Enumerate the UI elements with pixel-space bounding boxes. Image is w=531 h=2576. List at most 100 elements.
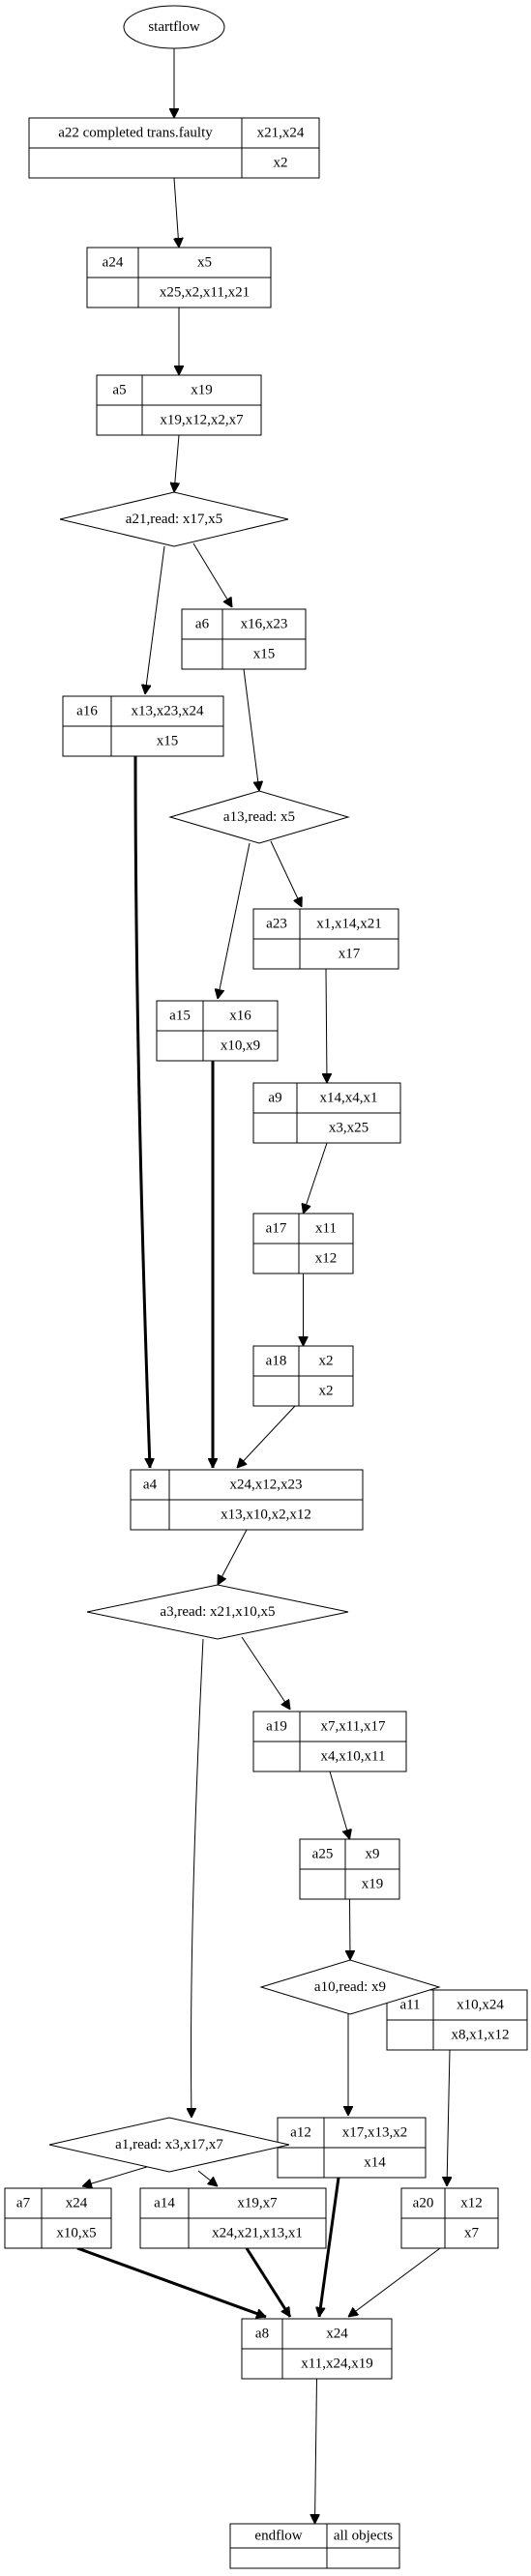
start-label: startflow <box>148 19 199 35</box>
edge-a22-a24 <box>174 177 179 248</box>
node-writes: x13,x10,x2,x12 <box>221 1508 311 1523</box>
edge-a1-a14 <box>197 2170 218 2186</box>
node-label: a23 <box>266 917 287 932</box>
node-a11: a11 x10,x24 x8,x1,x12 <box>386 1989 528 2051</box>
decision-label: a10,read: x9 <box>314 1979 386 1995</box>
node-reads: x24 <box>326 2327 348 2342</box>
node-label: a6 <box>195 617 210 632</box>
decision-a10: a10,read: x9 <box>259 1959 441 2015</box>
node-label: a16 <box>76 704 98 719</box>
node-label: a25 <box>312 1847 334 1862</box>
decision-a1: a1,read: x3,x17,x7 <box>48 2117 290 2173</box>
node-reads: x14,x4,x1 <box>320 1091 378 1106</box>
node-reads: x17,x13,x2 <box>342 2125 408 2141</box>
node-label: a7 <box>16 2196 31 2211</box>
node-reads: x24,x12,x23 <box>230 1478 303 1493</box>
edge-a8-end <box>315 2378 317 2524</box>
node-label: a11 <box>399 1998 420 2013</box>
node-a24: a24 x5 x25,x2,x11,x21 <box>86 247 272 308</box>
node-writes: x2 <box>319 1384 334 1399</box>
node-label: a14 <box>154 2196 175 2211</box>
node-label: a9 <box>268 1091 281 1106</box>
edge-a3-a1 <box>192 1638 204 2118</box>
node-writes: x4,x10,x11 <box>321 1749 386 1765</box>
edge-a12-a8 <box>319 2177 340 2317</box>
decision-a13: a13,read: x5 <box>168 790 350 844</box>
edge-a14-a8 <box>245 2247 292 2317</box>
node-reads: x11 <box>315 1221 337 1237</box>
decision-label: a3,read: x21,x10,x5 <box>160 1604 275 1620</box>
node-writes: x17 <box>339 947 361 962</box>
end-label: endflow <box>254 2529 302 2544</box>
node-label: a24 <box>103 255 124 271</box>
node-label: a17 <box>266 1221 287 1237</box>
decision-label: a1,read: x3,x17,x7 <box>115 2137 223 2152</box>
node-writes: x2 <box>274 156 288 171</box>
end-objects: all objects <box>334 2529 393 2544</box>
node-label: a8 <box>255 2327 269 2342</box>
edge-a13-a15 <box>218 842 251 999</box>
node-a20: a20 x12 x7 <box>400 2187 499 2249</box>
node-a23: a23 x1,x14,x21 x17 <box>252 908 399 970</box>
node-a4: a4 x24,x12,x23 x13,x10,x2,x12 <box>130 1469 364 1531</box>
node-reads: x19,x7 <box>237 2196 278 2211</box>
node-reads: x5 <box>197 255 212 271</box>
edge-a4-a3 <box>218 1529 248 1585</box>
end-node: endflow all objects <box>229 2523 400 2569</box>
start-node: startflow <box>123 5 225 49</box>
node-reads: x16 <box>229 1009 251 1024</box>
node-a16: a16 x13,x23,x24 x15 <box>62 695 224 757</box>
node-reads: x10,x24 <box>457 1998 504 2013</box>
node-writes: x8,x1,x12 <box>452 2028 510 2043</box>
edge-a25-a10 <box>350 1898 351 1960</box>
node-a7: a7 x24 x10,x5 <box>4 2187 112 2249</box>
node-writes: x15 <box>157 734 179 749</box>
node-a12: a12 x17,x13,x2 x14 <box>277 2117 427 2179</box>
edge-a18-a4 <box>237 1405 296 1468</box>
node-writes: x10,x5 <box>56 2226 96 2241</box>
node-writes: x12 <box>315 1251 338 1267</box>
node-writes: x15 <box>253 647 276 662</box>
edge-a21-a6 <box>192 542 232 607</box>
edge-a20-a8 <box>348 2247 441 2317</box>
node-a9: a9 x14,x4,x1 x3,x25 <box>252 1082 401 1144</box>
node-a8: a8 x24 x11,x24,x19 <box>241 2318 393 2380</box>
edge-a16-a4 <box>133 755 150 1468</box>
node-label: a18 <box>266 1354 287 1369</box>
node-writes: x25,x2,x11,x21 <box>160 285 250 301</box>
node-a17: a17 x11 x12 <box>252 1213 354 1274</box>
decision-a3: a3,read: x21,x10,x5 <box>86 1584 349 1640</box>
node-reads: x24 <box>66 2196 88 2211</box>
edge-a11-a20 <box>447 2049 450 2186</box>
node-reads: x19 <box>191 383 213 398</box>
edge-a6-a13 <box>243 668 259 791</box>
node-reads: x21,x24 <box>257 126 305 141</box>
node-label: a20 <box>413 2196 434 2211</box>
node-writes: x14 <box>364 2155 386 2171</box>
node-label: a5 <box>112 383 126 398</box>
node-writes: x3,x25 <box>329 1121 369 1136</box>
edge-a21-a16 <box>145 545 165 694</box>
node-reads: x7,x11,x17 <box>321 1719 386 1735</box>
edges <box>76 48 450 2524</box>
edge-a5-a21 <box>174 434 179 492</box>
edge-a3-a19 <box>241 1636 290 1710</box>
node-reads: x12 <box>460 2196 483 2211</box>
node-writes: x7 <box>464 2226 480 2241</box>
node-label: a4 <box>143 1478 158 1493</box>
node-writes: x19,x12,x2,x7 <box>160 413 244 428</box>
edge-a13-a23 <box>270 840 302 907</box>
node-reads: x13,x23,x24 <box>132 704 205 719</box>
node-writes: x11,x24,x19 <box>301 2356 372 2372</box>
node-label: a12 <box>290 2125 311 2141</box>
node-reads: x1,x14,x21 <box>316 917 382 932</box>
decision-label: a21,read: x17,x5 <box>126 512 222 527</box>
